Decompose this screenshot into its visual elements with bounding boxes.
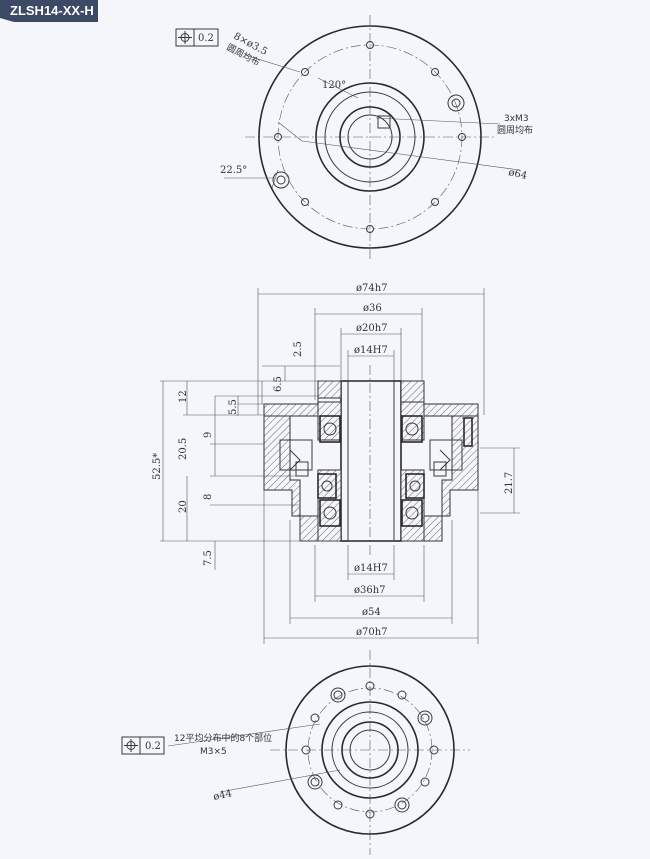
vdim-3: 12 [178,390,189,403]
bolt-circle [277,44,463,230]
vdim-8: 20 [178,500,189,513]
vdim-1: 6.5 [273,376,284,392]
pcd-bottom-label: ø44 [212,788,233,803]
vdim-5: 20.5 [178,438,189,460]
bottom-dimensions [263,490,479,644]
outer-flange-circle [258,25,482,249]
bearings [317,415,425,527]
dim-top-1: ø36 [363,303,382,314]
bottom-holes-note: 12平均分布中的8个部位 [174,732,272,744]
vdim-2: 5.5 [228,399,239,415]
top-view: 0.2 8×ø3.5 圆周均布 120° 22.5° 3xM3 圆周均布 ø64 [175,15,533,260]
dim-bottom-3: ø70h7 [356,627,388,638]
bottom-view: 0.2 12平均分布中的8个部位 M3×5 ø44 [121,650,470,855]
vdim-6: 52.5* [152,453,163,480]
mounting-holes [274,41,466,233]
dim-bottom-1: ø36h7 [354,585,386,596]
tolerance-frame-top [175,28,219,47]
section-view: ø74h7 ø36 ø20h7 ø14H7 [152,283,520,644]
dim-top-3: ø14H7 [354,345,388,356]
vdim-7: 8 [203,494,214,500]
threaded-holes [272,94,465,189]
dim-bottom-2: ø54 [362,607,381,618]
tolerance-frame-bottom [121,736,165,755]
top-dimensions [257,288,485,415]
angle-120-label: 120° [322,80,346,91]
vdim-9: 7.5 [203,550,214,566]
vdim-0: 2.5 [293,341,304,357]
dim-bottom-0: ø14H7 [354,563,388,574]
model-tag: ZLSH14-XX-H [0,0,98,22]
angle-22-label: 22.5° [220,165,247,176]
left-dimensions [160,365,340,570]
pcd-top-label: ø64 [507,167,528,182]
vdim-4: 9 [203,432,214,438]
thread-note-label: 圆周均布 [497,124,533,136]
dim-top-0: ø74h7 [356,283,388,294]
bottom-holes [301,681,439,819]
thread-qty-label: 3xM3 [504,114,529,124]
bottom-tolerance-value: 0.2 [145,741,161,752]
top-tolerance-value: 0.2 [198,33,214,44]
right-dim: 21.7 [504,472,515,494]
internal-features [279,417,474,477]
bottom-thread-label: M3×5 [200,747,227,757]
dim-top-2: ø20h7 [356,323,388,334]
